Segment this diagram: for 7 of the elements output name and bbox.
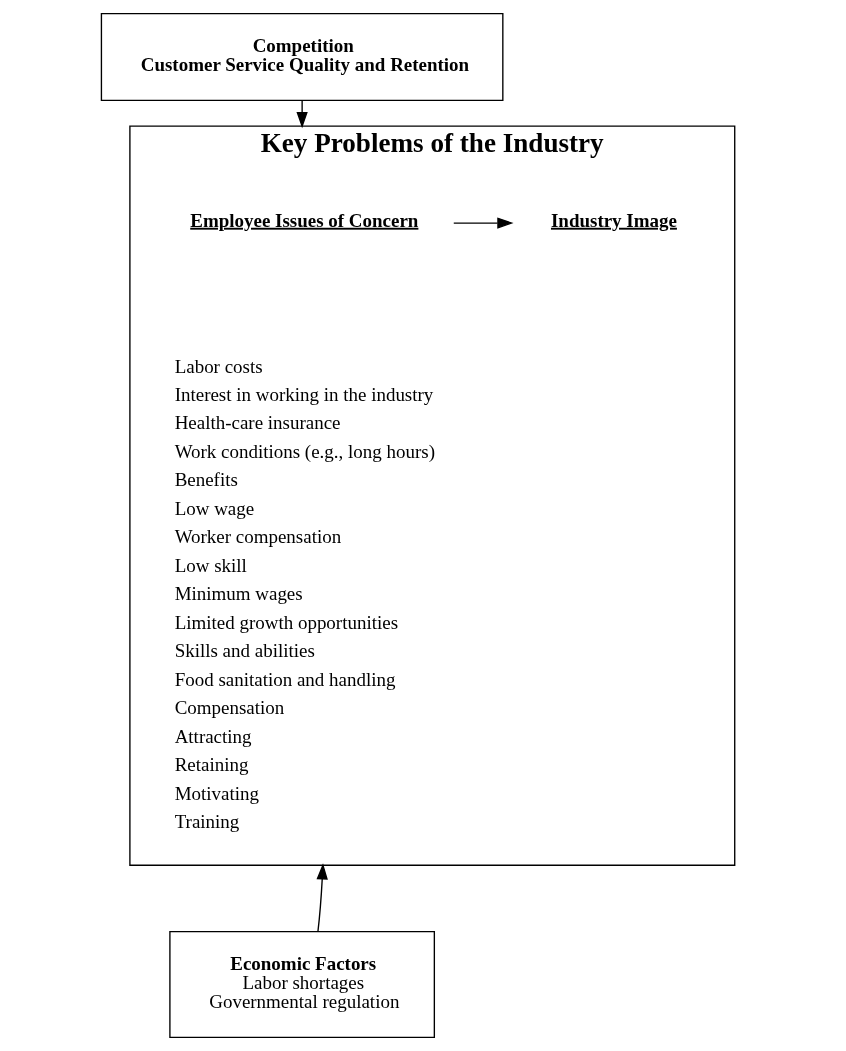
node-box: Competition Customer Service Quality and Retention <box>100 12 503 102</box>
arrow <box>316 863 328 933</box>
arrow <box>452 217 514 229</box>
node-text: Industry Image <box>550 209 677 231</box>
node-text: Employee Issues of Concern <box>189 209 418 231</box>
node-box: Economic Factors Labor shortages Governmental regulation <box>168 930 435 1039</box>
arrow <box>295 99 308 129</box>
